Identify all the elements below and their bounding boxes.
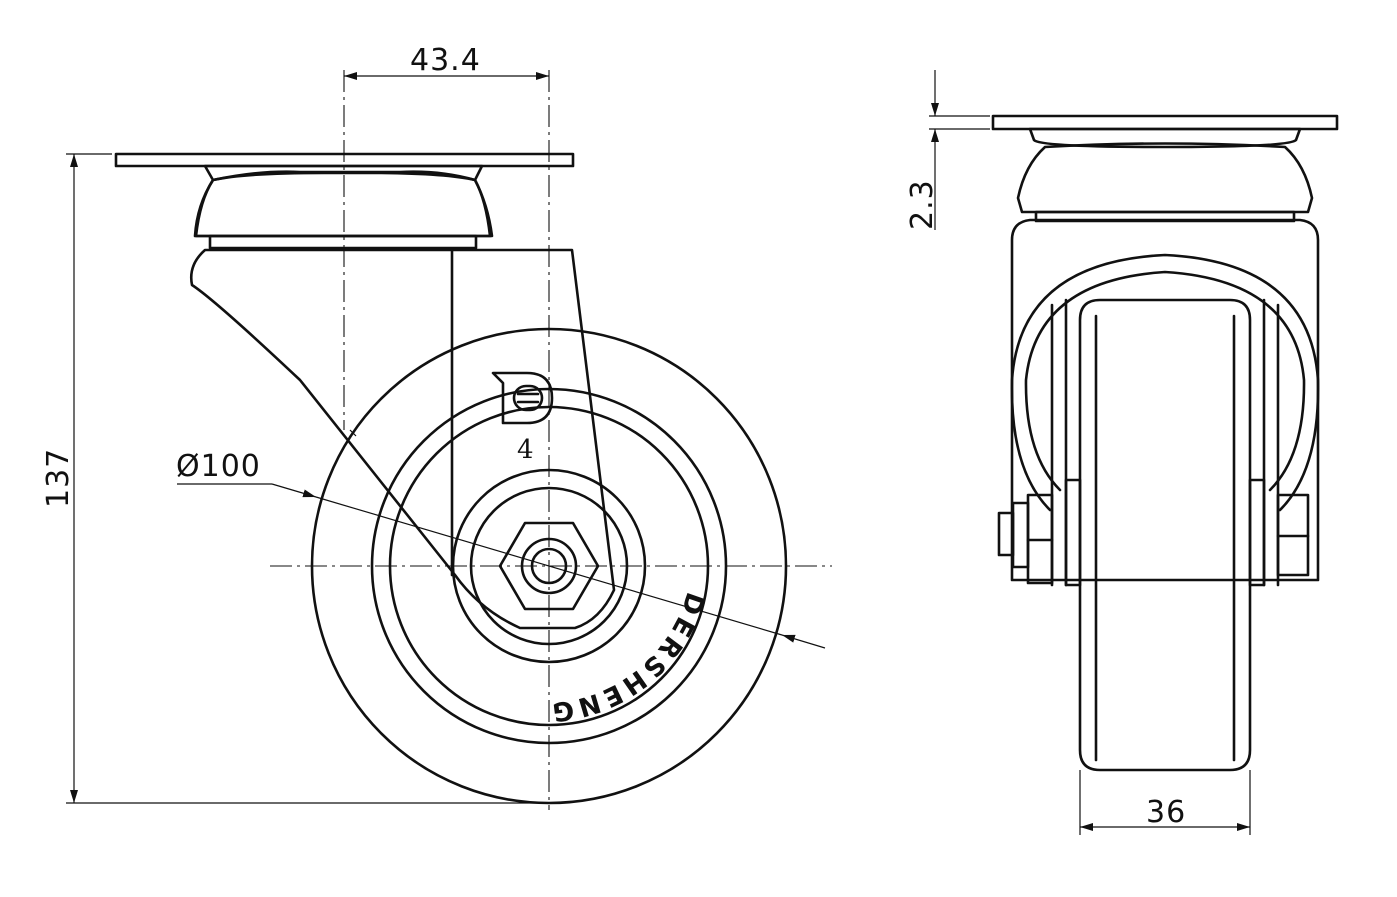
diameter-dimension: Ø100	[176, 449, 261, 484]
front-wheel	[1078, 298, 1252, 772]
front-view: 2.3 36	[905, 70, 1339, 835]
model-number: 4	[517, 435, 534, 465]
front-swivel-housing	[1016, 142, 1314, 214]
wheel-width-dimension: 36	[1146, 795, 1186, 830]
fork-body	[190, 248, 616, 630]
plate-thickness-dimension: 2.3	[905, 179, 940, 230]
front-fork	[1010, 218, 1320, 582]
front-top-plate	[991, 114, 1339, 131]
offset-dimension: 43.4	[410, 43, 481, 78]
height-dimension: 137	[41, 448, 76, 508]
side-view: 4 DERSHENG 43.4 137 Ø100	[41, 43, 832, 810]
brand-logo-icon	[491, 371, 554, 425]
